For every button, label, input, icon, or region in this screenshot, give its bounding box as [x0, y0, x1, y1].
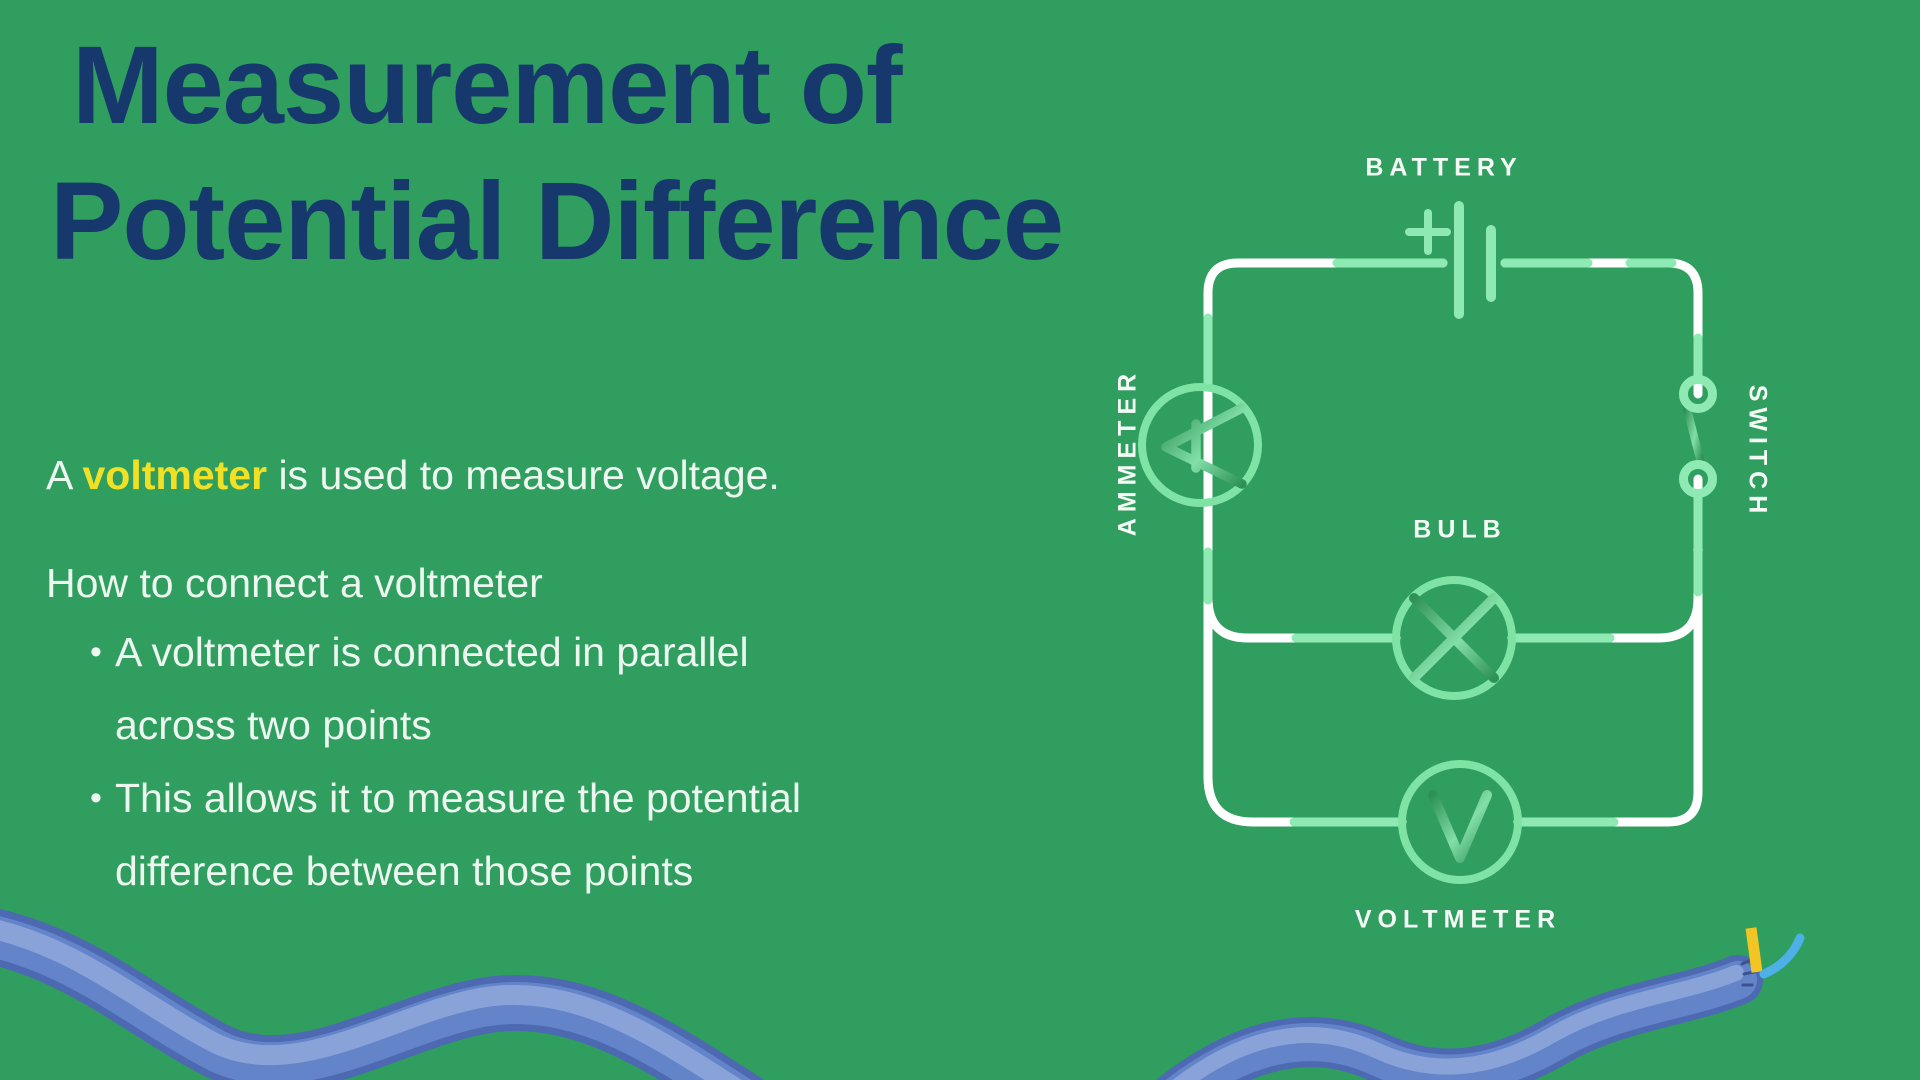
intro-prefix: A: [46, 452, 83, 498]
ammeter-symbol: [1138, 383, 1262, 507]
title-line-1: Measurement of: [72, 24, 903, 147]
bullet-dot: •: [90, 633, 102, 671]
bullet-line: difference between those points: [115, 848, 694, 894]
bullet-item-1: • A voltmeter is connected in parallel a…: [46, 616, 801, 762]
voltmeter-label: VOLTMETER: [1354, 905, 1562, 934]
bullet-line: A voltmeter is connected in parallel: [115, 629, 749, 675]
bulb-label: BULB: [1413, 515, 1507, 544]
voltmeter-circle: [1398, 760, 1522, 884]
switch-label: SWITCH: [1743, 384, 1772, 520]
left-cable-decoration: [0, 909, 765, 1080]
ammeter-label: AMMETER: [1113, 367, 1142, 537]
battery-plus-icon: [1405, 209, 1451, 255]
bullet-list: • A voltmeter is connected in parallel a…: [46, 616, 801, 908]
switch-symbol: [1679, 375, 1717, 498]
bullet-line: This allows it to measure the potential: [115, 775, 801, 821]
switch-blade: [1682, 401, 1705, 467]
bulb-symbol: [1392, 576, 1516, 700]
wire-strand-blue-icon: [1759, 933, 1805, 979]
voltmeter-symbol: [1398, 760, 1522, 884]
wire-highlights: [1203, 258, 1703, 827]
switch-top-ring: [1679, 375, 1717, 413]
bullet-line: across two points: [115, 702, 432, 748]
bulb-x-glyph: [1409, 593, 1499, 683]
bullet-dot: •: [90, 779, 102, 817]
subheading: How to connect a voltmeter: [46, 560, 543, 606]
bulb-circle: [1392, 576, 1516, 700]
intro-text: A voltmeter is used to measure voltage.: [46, 452, 780, 499]
title-line-2: Potential Difference: [50, 160, 1064, 283]
intro-suffix: is used to measure voltage.: [267, 452, 780, 498]
voltmeter-highlight: voltmeter: [82, 452, 268, 498]
ammeter-circle: [1138, 383, 1262, 507]
bullet-item-2: • This allows it to measure the potentia…: [46, 762, 801, 908]
switch-bottom-ring: [1679, 460, 1717, 498]
wire-strand-yellow-icon: [1745, 927, 1763, 973]
voltmeter-v-glyph: [1428, 790, 1492, 863]
ammeter-a-glyph: [1161, 403, 1247, 489]
battery-symbol: [1405, 201, 1496, 319]
battery-label: BATTERY: [1365, 153, 1523, 182]
page-title: Measurement of Potential Difference: [50, 18, 1064, 290]
right-cable-decoration: [1156, 927, 1805, 1080]
